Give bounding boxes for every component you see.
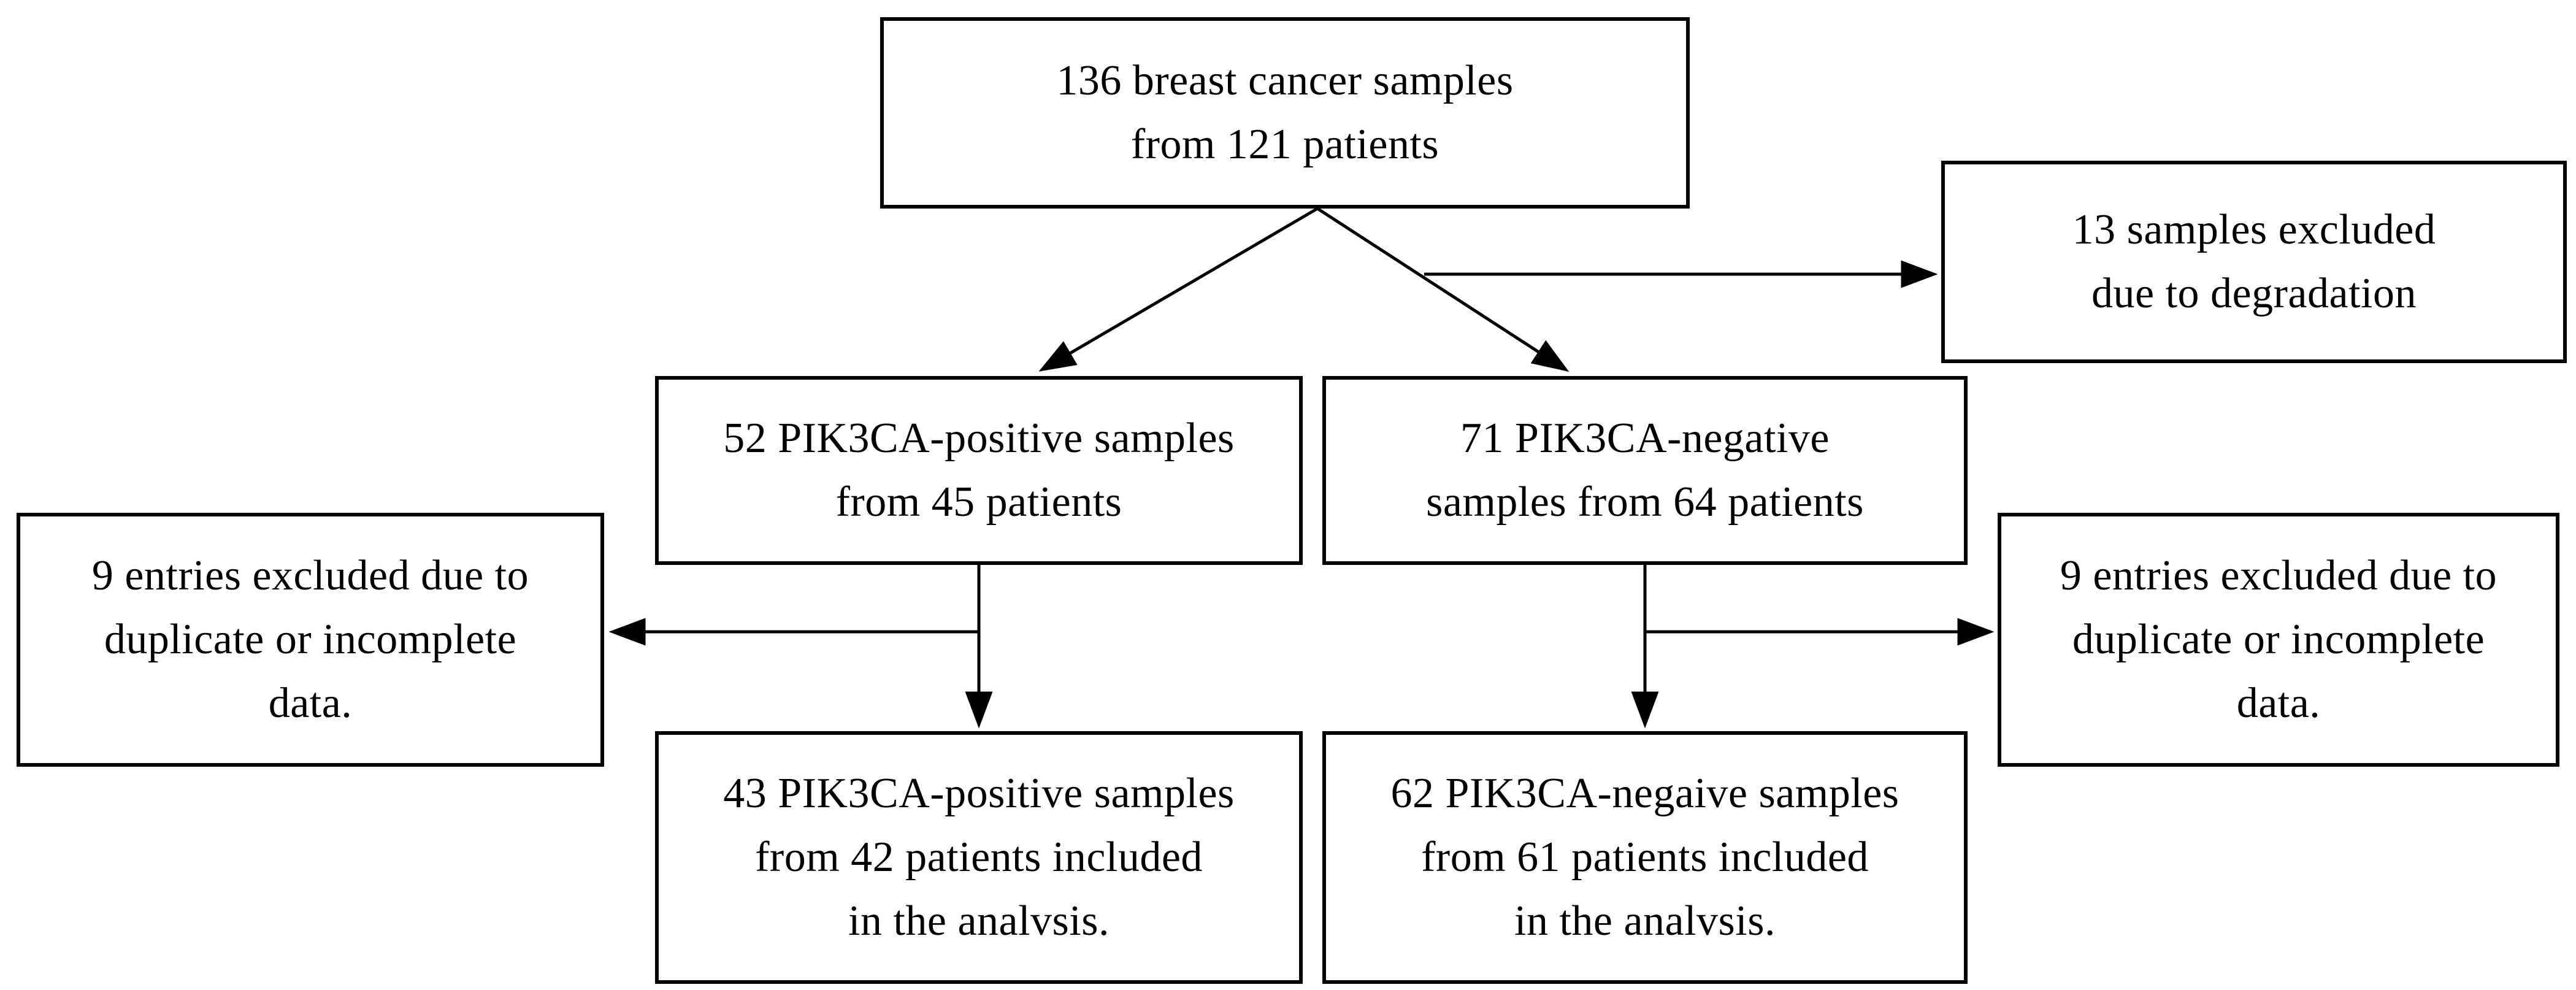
box-line: due to degradation [2091, 270, 2417, 317]
box-line: duplicate or incomplete [104, 616, 517, 663]
box-total-samples: 136 breast cancer samples from 121 patie… [880, 17, 1690, 209]
box-line: from 61 patients included [1421, 834, 1869, 881]
box-line: 136 breast cancer samples [1056, 57, 1514, 104]
box-line: from 42 patients included [755, 834, 1203, 881]
box-excluded-duplicate-right: 9 entries excluded due to duplicate or i… [1998, 513, 2559, 767]
box-line: 9 entries excluded due to [2060, 552, 2497, 599]
box-pik3ca-negative: 71 PIK3CA-negative samples from 64 patie… [1322, 376, 1968, 565]
box-line: in the analvsis. [1514, 897, 1776, 945]
box-line: from 45 patients [835, 478, 1122, 526]
box-included-positive: 43 PIK3CA-positive samples from 42 patie… [655, 731, 1303, 984]
box-included-negative: 62 PIK3CA-negaive samples from 61 patien… [1322, 731, 1968, 984]
box-line: 13 samples excluded [2072, 206, 2436, 253]
box-excluded-duplicate-left: 9 entries excluded due to duplicate or i… [17, 513, 604, 767]
box-line: 43 PIK3CA-positive samples [723, 770, 1235, 817]
box-line: data. [2236, 680, 2321, 727]
box-line: 9 entries excluded due to [91, 552, 529, 599]
box-line: data. [268, 680, 353, 727]
box-line: 71 PIK3CA-negative [1460, 415, 1830, 462]
box-line: in the analvsis. [848, 897, 1110, 945]
box-excluded-degradation: 13 samples excluded due to degradation [1941, 161, 2567, 363]
box-line: duplicate or incomplete [2072, 616, 2485, 663]
box-pik3ca-positive: 52 PIK3CA-positive samples from 45 patie… [655, 376, 1303, 565]
box-line: 52 PIK3CA-positive samples [723, 415, 1235, 462]
arrow-total-to-negative [1316, 207, 1570, 372]
box-line: from 121 patients [1130, 121, 1439, 168]
arrow-total-to-positive [1038, 207, 1319, 372]
box-line: 62 PIK3CA-negaive samples [1390, 770, 1899, 817]
box-line: samples from 64 patients [1426, 478, 1864, 526]
